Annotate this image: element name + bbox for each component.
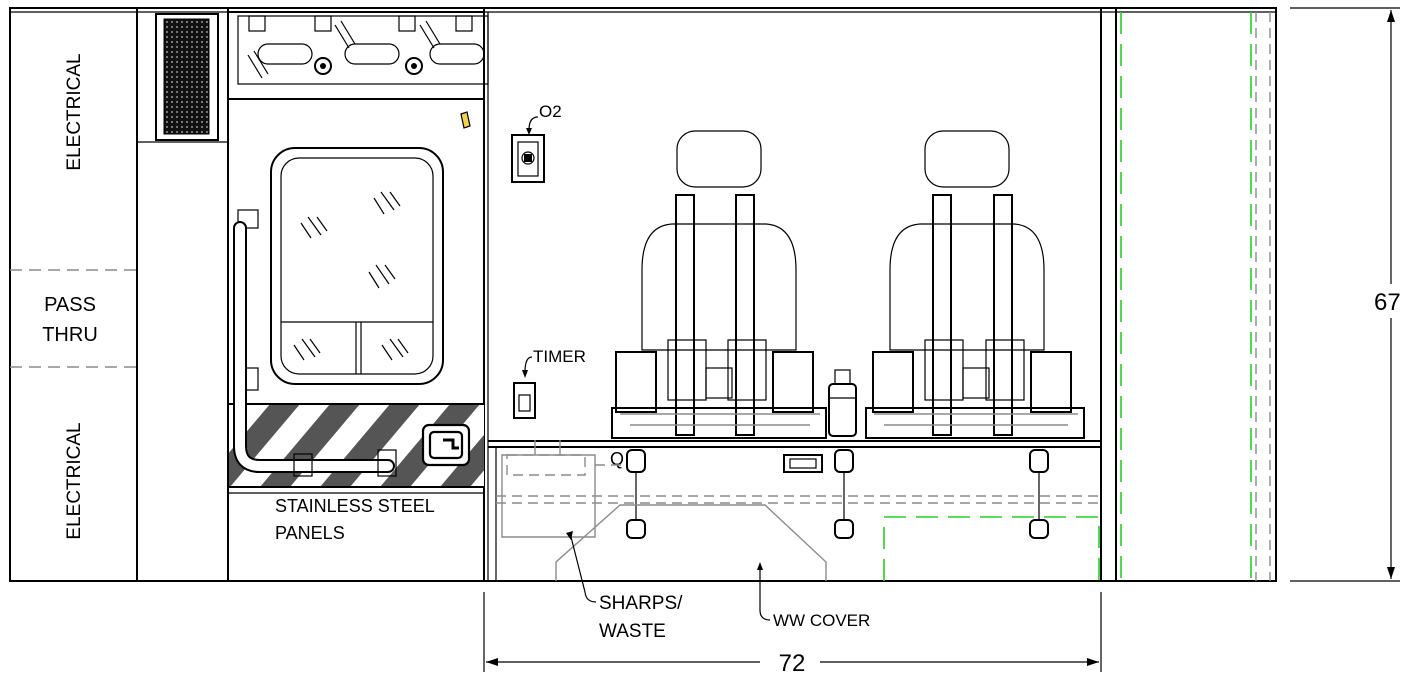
stainless-label-line1: STAINLESS STEEL — [275, 496, 435, 516]
sharps-label-line1: SHARPS/ — [599, 593, 683, 614]
height-dimension: 67 — [1290, 7, 1406, 582]
oxygen-bottle — [828, 369, 857, 437]
top-control-panel — [227, 11, 489, 100]
ww-cover-label: WW COVER — [773, 611, 870, 630]
belt-buckles — [626, 449, 1049, 539]
electrical-column: ELECTRICAL PASS THRU ELECTRICAL — [10, 53, 137, 540]
pass-thru-label-line1: PASS — [44, 294, 96, 316]
timer: TIMER — [513, 347, 586, 419]
sharps-leader: SHARPS/ WASTE — [566, 531, 683, 642]
o2-outlet: O2 — [511, 102, 562, 183]
pass-thru-label-line2: THRU — [42, 324, 98, 346]
grab-handle — [233, 209, 397, 477]
stainless-label-line2: PANELS — [275, 523, 345, 543]
height-value: 67 — [1374, 289, 1401, 316]
timer-label: TIMER — [533, 347, 586, 366]
rear-door — [270, 111, 471, 385]
electrical-bottom-label: ELECTRICAL — [64, 422, 85, 539]
electrical-top-label: ELECTRICAL — [64, 53, 85, 170]
ww-cover-leader: WW COVER — [757, 562, 870, 630]
seat-1 — [611, 130, 827, 439]
green-outline — [883, 12, 1271, 581]
vent-grille — [137, 13, 228, 143]
o2-label: O2 — [539, 102, 562, 121]
stainless-steel-panels: STAINLESS STEEL PANELS — [228, 403, 484, 543]
width-value: 72 — [779, 650, 806, 677]
glass-reflection-marks — [293, 191, 409, 361]
width-dimension: 72 — [483, 592, 1102, 677]
seat-2 — [865, 130, 1085, 439]
outlet-box — [421, 423, 471, 467]
q-label: Q — [610, 449, 624, 469]
bench-cabinet: Q — [488, 440, 1102, 582]
sharps-label-line2: WASTE — [599, 621, 666, 642]
